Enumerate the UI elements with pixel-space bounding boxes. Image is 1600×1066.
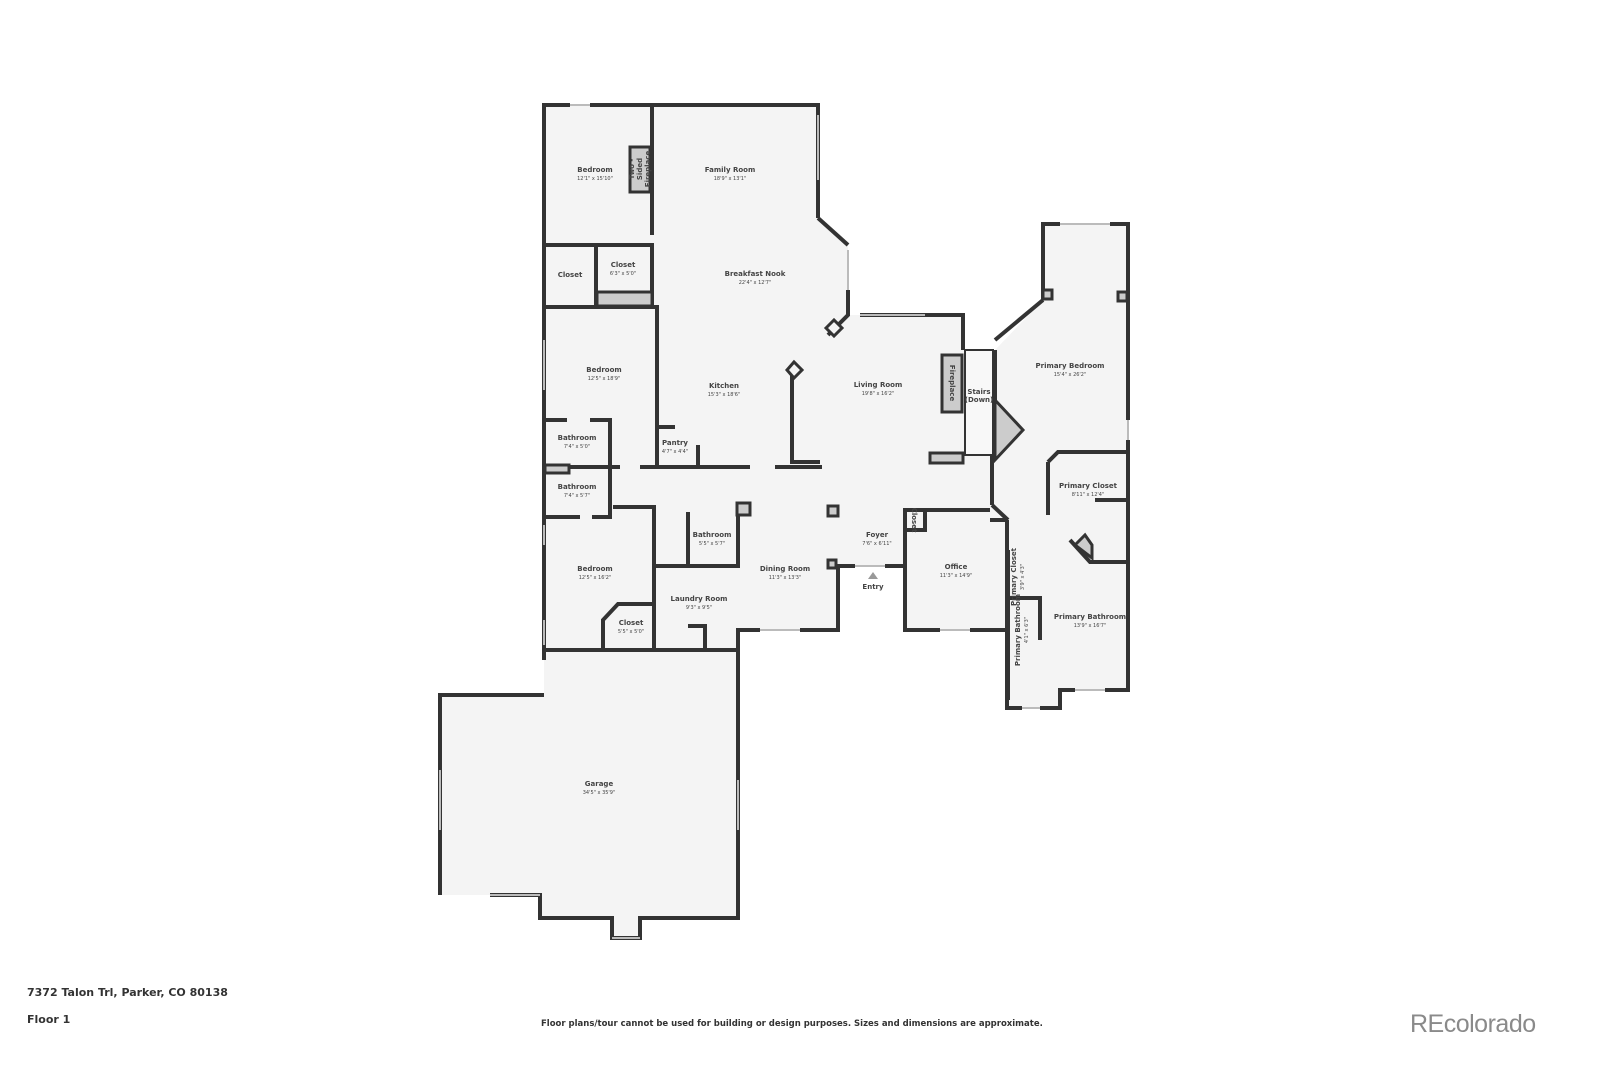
room-laundry-room: Laundry Room 9'3" x 9'5" <box>671 595 728 611</box>
foyer-closet-label: Closet <box>910 508 918 533</box>
room-name: Bedroom <box>586 366 622 374</box>
room-dims: 34'5" x 35'9" <box>582 790 616 796</box>
room-name: Primary Bathroom <box>1053 613 1127 621</box>
feature-label: Fireplace <box>948 364 956 402</box>
two-sided-fireplace-label: Two - Sided Fireplace <box>628 149 652 189</box>
room-name: Closet <box>618 619 644 627</box>
room-office: Office 11'3" x 14'9" <box>940 563 973 579</box>
feature-label: Two - Sided Fireplace <box>628 150 652 188</box>
entry-arrow-icon <box>868 572 878 579</box>
room-dims: 7'4" x 5'0" <box>563 444 591 450</box>
address: 7372 Talon Trl, Parker, CO 80138 <box>27 986 228 999</box>
room-dims: 9'3" x 9'5" <box>685 605 713 611</box>
room-dims: 11'3" x 13'3" <box>768 575 802 581</box>
floor-label: Floor 1 <box>27 1013 71 1026</box>
room-name: Bathroom <box>557 483 597 491</box>
room-dims: 12'1" x 15'10" <box>577 176 613 182</box>
room-closet-2: Closet 6'3" x 5'0" <box>610 261 636 277</box>
two-sided-fireplace <box>628 145 652 194</box>
room-name: Pantry <box>661 439 688 447</box>
room-closet-1: Closet <box>558 271 583 279</box>
floor-area <box>440 105 1128 938</box>
room-name: Garage <box>584 780 614 788</box>
entry-label: Entry <box>862 583 884 591</box>
room-living-room: Living Room 19'8" x 16'2" <box>854 381 903 397</box>
room-primary-bedroom: Primary Bedroom 15'4" x 26'2" <box>1036 362 1105 378</box>
room-name: Bedroom <box>577 166 613 174</box>
room-dims: 22'4" x 12'7" <box>738 280 772 286</box>
room-name: Office <box>944 563 968 571</box>
room-dims: 7'4" x 5'7" <box>563 493 591 499</box>
room-dims: 5'5" x 5'0" <box>617 629 645 635</box>
room-bedroom-2: Bedroom 12'5" x 18'9" <box>586 366 621 382</box>
room-name: Living Room <box>853 381 903 389</box>
room-name: Laundry Room <box>670 595 728 603</box>
room-kitchen: Kitchen 15'3" x 18'6" <box>708 382 741 398</box>
room-name: Breakfast Nook <box>724 270 786 278</box>
room-name: Primary Bedroom <box>1035 362 1105 370</box>
brand-logo: REcolorado <box>1410 1010 1536 1038</box>
room-primary-bathroom: Primary Bathroom 13'9" x 16'7" <box>1054 613 1126 629</box>
room-pantry: Pantry 4'7" x 4'4" <box>662 439 688 455</box>
room-name: Kitchen <box>708 382 740 390</box>
fixtures <box>543 145 1129 570</box>
room-breakfast-nook: Breakfast Nook 22'4" x 12'7" <box>725 270 786 286</box>
room-dining-room: Dining Room 11'3" x 13'3" <box>760 565 810 581</box>
disclaimer: Floor plans/tour cannot be used for buil… <box>541 1019 1043 1029</box>
room-dims: 5'5" x 5'7" <box>698 541 726 547</box>
room-garage: Garage 34'5" x 35'9" <box>583 780 616 796</box>
room-name: Dining Room <box>759 565 811 573</box>
room-bedroom-1: Bedroom 12'1" x 15'10" <box>577 166 613 182</box>
room-name: Primary Closet <box>1058 482 1118 490</box>
room-dims: 8'11" x 12'4" <box>1071 492 1105 498</box>
room-family-room: Family Room 18'9" x 13'1" <box>705 166 756 182</box>
room-dims: 4'7" x 4'4" <box>661 449 689 455</box>
room-dims: 7'6" x 6'11" <box>862 541 892 547</box>
room-name: Bedroom <box>577 565 613 573</box>
room-dims: 12'5" x 18'9" <box>587 376 621 382</box>
room-primary-closet: Primary Closet 8'11" x 12'4" <box>1059 482 1117 498</box>
room-name: Closet <box>557 271 583 279</box>
room-name: Bathroom <box>692 531 732 539</box>
feature-label: Stairs (Down) <box>964 388 994 404</box>
room-dims: 15'4" x 26'2" <box>1053 372 1087 378</box>
room-dims: 6'3" x 5'0" <box>609 271 637 277</box>
room-name: Foyer <box>865 531 889 539</box>
room-bathroom-3: Bathroom 5'5" x 5'7" <box>693 531 732 547</box>
room-dims: 11'3" x 14'9" <box>939 573 973 579</box>
room-foyer: Foyer 7'6" x 6'11" <box>862 531 891 547</box>
stairs-label: Stairs (Down) <box>964 388 994 404</box>
room-dims: 4'1" x 6'3" <box>1024 616 1030 644</box>
room-name: Closet <box>610 261 636 269</box>
room-dims: 18'9" x 13'1" <box>713 176 747 182</box>
feature-label: Closet <box>910 507 918 533</box>
room-dims: 12'5" x 16'2" <box>578 575 612 581</box>
room-bedroom-3: Bedroom 12'5" x 16'2" <box>577 565 612 581</box>
room-name: Bathroom <box>557 434 597 442</box>
room-name: Primary Bathroom <box>1014 593 1022 667</box>
room-name: Family Room <box>704 166 756 174</box>
room-dims: 13'9" x 16'7" <box>1073 623 1107 629</box>
windows <box>439 104 1129 939</box>
room-dims: 15'3" x 18'6" <box>707 392 741 398</box>
room-closet-3: Closet 5'5" x 5'0" <box>618 619 644 635</box>
fireplace <box>940 353 964 414</box>
room-dims: 19'8" x 16'2" <box>861 391 895 397</box>
room-bathroom-2: Bathroom 7'4" x 5'7" <box>558 483 597 499</box>
fireplace-label: Fireplace <box>948 365 956 401</box>
room-bathroom-1: Bathroom 7'4" x 5'0" <box>558 434 597 450</box>
